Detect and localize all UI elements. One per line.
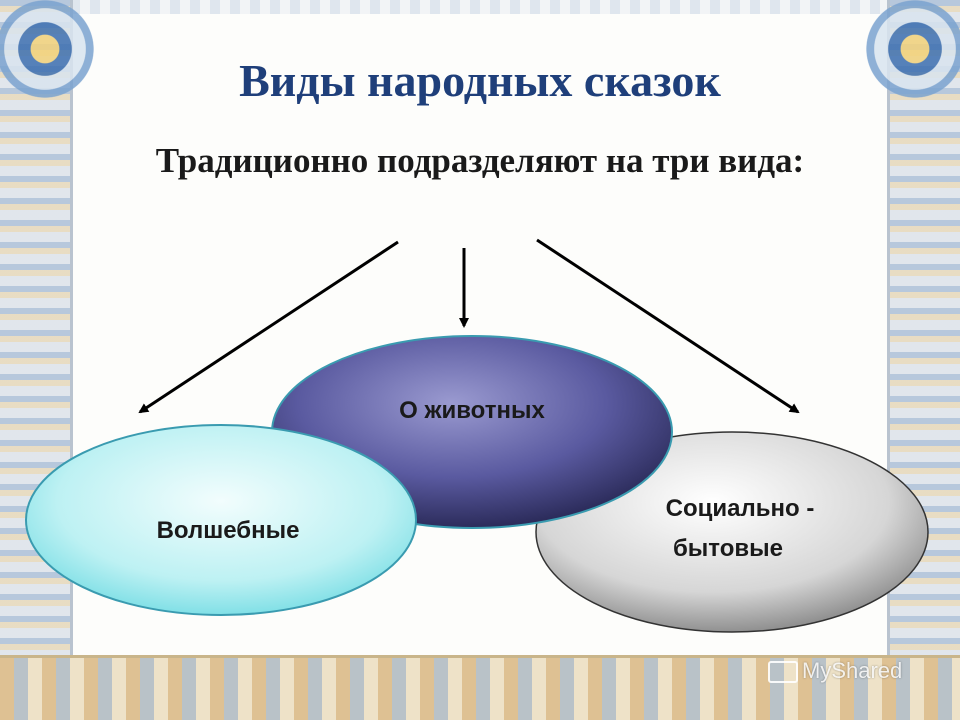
label-magic: Волшебные xyxy=(157,517,300,544)
label-social-line2: бытовые xyxy=(673,535,783,562)
ellipse-magic xyxy=(25,424,417,616)
ornament-right-border xyxy=(887,0,960,720)
arrow-to-social xyxy=(536,238,800,414)
label-animals: О животных xyxy=(399,397,545,424)
label-social-line1: Социально - xyxy=(666,495,815,522)
ornament-top-band xyxy=(70,0,890,14)
watermark: MyShared xyxy=(768,658,902,684)
ornament-left-border xyxy=(0,0,73,720)
ornament-bottom-border xyxy=(0,655,960,720)
bird-ornament-icon xyxy=(860,0,960,104)
projector-icon xyxy=(768,661,798,684)
watermark-text: MyShared xyxy=(802,658,903,683)
slide-subtitle: Традиционно подразделяют на три вида: xyxy=(155,141,805,180)
bird-ornament-icon xyxy=(0,0,100,104)
arrow-to-magic xyxy=(138,240,399,414)
slide-title: Виды народных сказок xyxy=(239,55,721,106)
